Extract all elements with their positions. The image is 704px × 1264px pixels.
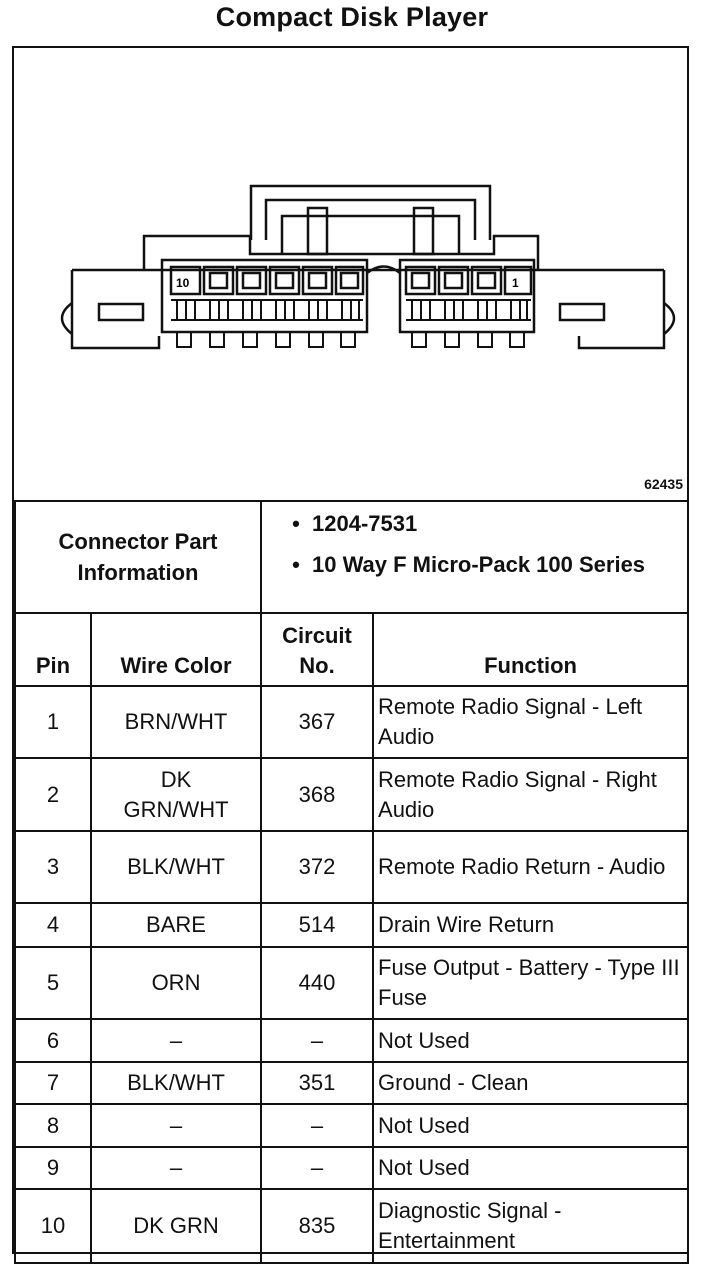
table-row: 4 BARE 514 Drain Wire Return bbox=[14, 902, 690, 948]
table-row: 5 ORN 440 Fuse Output - Battery - Type I… bbox=[14, 946, 690, 1020]
pin-cell: 10 bbox=[14, 1188, 92, 1264]
pin-cell: 4 bbox=[14, 902, 92, 948]
table-row: 7 BLK/WHT 351 Ground - Clean bbox=[14, 1061, 690, 1105]
pin-cell: 7 bbox=[14, 1061, 92, 1105]
wire-color-cell: – bbox=[89, 1146, 263, 1190]
figure-number: 62435 bbox=[644, 476, 683, 492]
pin-cell: 8 bbox=[14, 1103, 92, 1148]
table-row: 1 BRN/WHT 367 Remote Radio Signal - Left… bbox=[14, 685, 690, 759]
pin-cell: 6 bbox=[14, 1018, 92, 1063]
circuit-cell: – bbox=[260, 1018, 375, 1063]
connector-info-label: Connector Part Information bbox=[13, 500, 263, 614]
function-cell: Drain Wire Return bbox=[372, 902, 690, 948]
table-row: 3 BLK/WHT 372 Remote Radio Return - Audi… bbox=[14, 830, 690, 904]
function-cell: Diagnostic Signal - Entertainment bbox=[372, 1188, 690, 1264]
header-wire-color: Wire Color bbox=[89, 612, 263, 687]
wire-color-cell: BLK/WHT bbox=[89, 1061, 263, 1105]
header-function: Function bbox=[372, 612, 690, 687]
wire-color-cell: BARE bbox=[89, 902, 263, 948]
connector-info-item: • 10 Way F Micro-Pack 100 Series bbox=[270, 549, 687, 580]
wire-color-cell: – bbox=[89, 1103, 263, 1148]
function-cell: Remote Radio Signal - Right Audio bbox=[372, 757, 690, 832]
circuit-cell: 367 bbox=[260, 685, 375, 759]
wire-color-cell: – bbox=[89, 1018, 263, 1063]
table-row: 9 – – Not Used bbox=[14, 1146, 690, 1190]
header-circuit: Circuit No. bbox=[260, 612, 375, 687]
header-pin: Pin bbox=[14, 612, 92, 687]
pin-1-label: 1 bbox=[512, 276, 519, 290]
function-cell: Remote Radio Return - Audio bbox=[372, 830, 690, 904]
function-cell: Remote Radio Signal - Left Audio bbox=[372, 685, 690, 759]
circuit-cell: 372 bbox=[260, 830, 375, 904]
pin-cell: 2 bbox=[14, 757, 92, 832]
connector-drawing: 10 1 bbox=[60, 184, 676, 350]
circuit-cell: 835 bbox=[260, 1188, 375, 1264]
function-cell: Fuse Output - Battery - Type III Fuse bbox=[372, 946, 690, 1020]
table-row: 10 DK GRN 835 Diagnostic Signal - Entert… bbox=[14, 1188, 690, 1264]
pin-cell: 1 bbox=[14, 685, 92, 759]
bullet-icon: • bbox=[292, 511, 300, 536]
table-row: 2 DK GRN/WHT 368 Remote Radio Signal - R… bbox=[14, 757, 690, 832]
function-cell: Not Used bbox=[372, 1018, 690, 1063]
connector-info-row: Connector Part Information • 1204-7531 •… bbox=[13, 500, 690, 614]
wire-color-cell: DK GRN/WHT bbox=[89, 757, 263, 832]
connector-sheet: 10 1 62435 Connector Part Information • … bbox=[12, 46, 690, 1264]
circuit-cell: 368 bbox=[260, 757, 375, 832]
bullet-icon: • bbox=[292, 552, 300, 577]
pin-cell: 3 bbox=[14, 830, 92, 904]
function-cell: Not Used bbox=[372, 1146, 690, 1190]
connector-info-item: • 1204-7531 bbox=[270, 508, 687, 539]
function-cell: Not Used bbox=[372, 1103, 690, 1148]
circuit-cell: 440 bbox=[260, 946, 375, 1020]
connector-info-list: • 1204-7531 • 10 Way F Micro-Pack 100 Se… bbox=[260, 500, 690, 614]
pin-cell: 9 bbox=[14, 1146, 92, 1190]
page-title: Compact Disk Player bbox=[215, 2, 489, 32]
pin-cell: 5 bbox=[14, 946, 92, 1020]
wire-color-cell: BLK/WHT bbox=[89, 830, 263, 904]
pin-10-label: 10 bbox=[176, 276, 190, 290]
circuit-cell: – bbox=[260, 1146, 375, 1190]
wire-color-cell: ORN bbox=[89, 946, 263, 1020]
table-row: 8 – – Not Used bbox=[14, 1103, 690, 1148]
circuit-cell: 351 bbox=[260, 1061, 375, 1105]
circuit-cell: 514 bbox=[260, 902, 375, 948]
wire-color-cell: BRN/WHT bbox=[89, 685, 263, 759]
table-row: 6 – – Not Used bbox=[14, 1018, 690, 1063]
wire-color-cell: DK GRN bbox=[89, 1188, 263, 1264]
table-header-row: Pin Wire Color Circuit No. Function bbox=[14, 612, 690, 687]
pinout-table: Connector Part Information • 1204-7531 •… bbox=[13, 500, 690, 1264]
connector-figure: 10 1 62435 bbox=[14, 48, 687, 500]
circuit-cell: – bbox=[260, 1103, 375, 1148]
function-cell: Ground - Clean bbox=[372, 1061, 690, 1105]
